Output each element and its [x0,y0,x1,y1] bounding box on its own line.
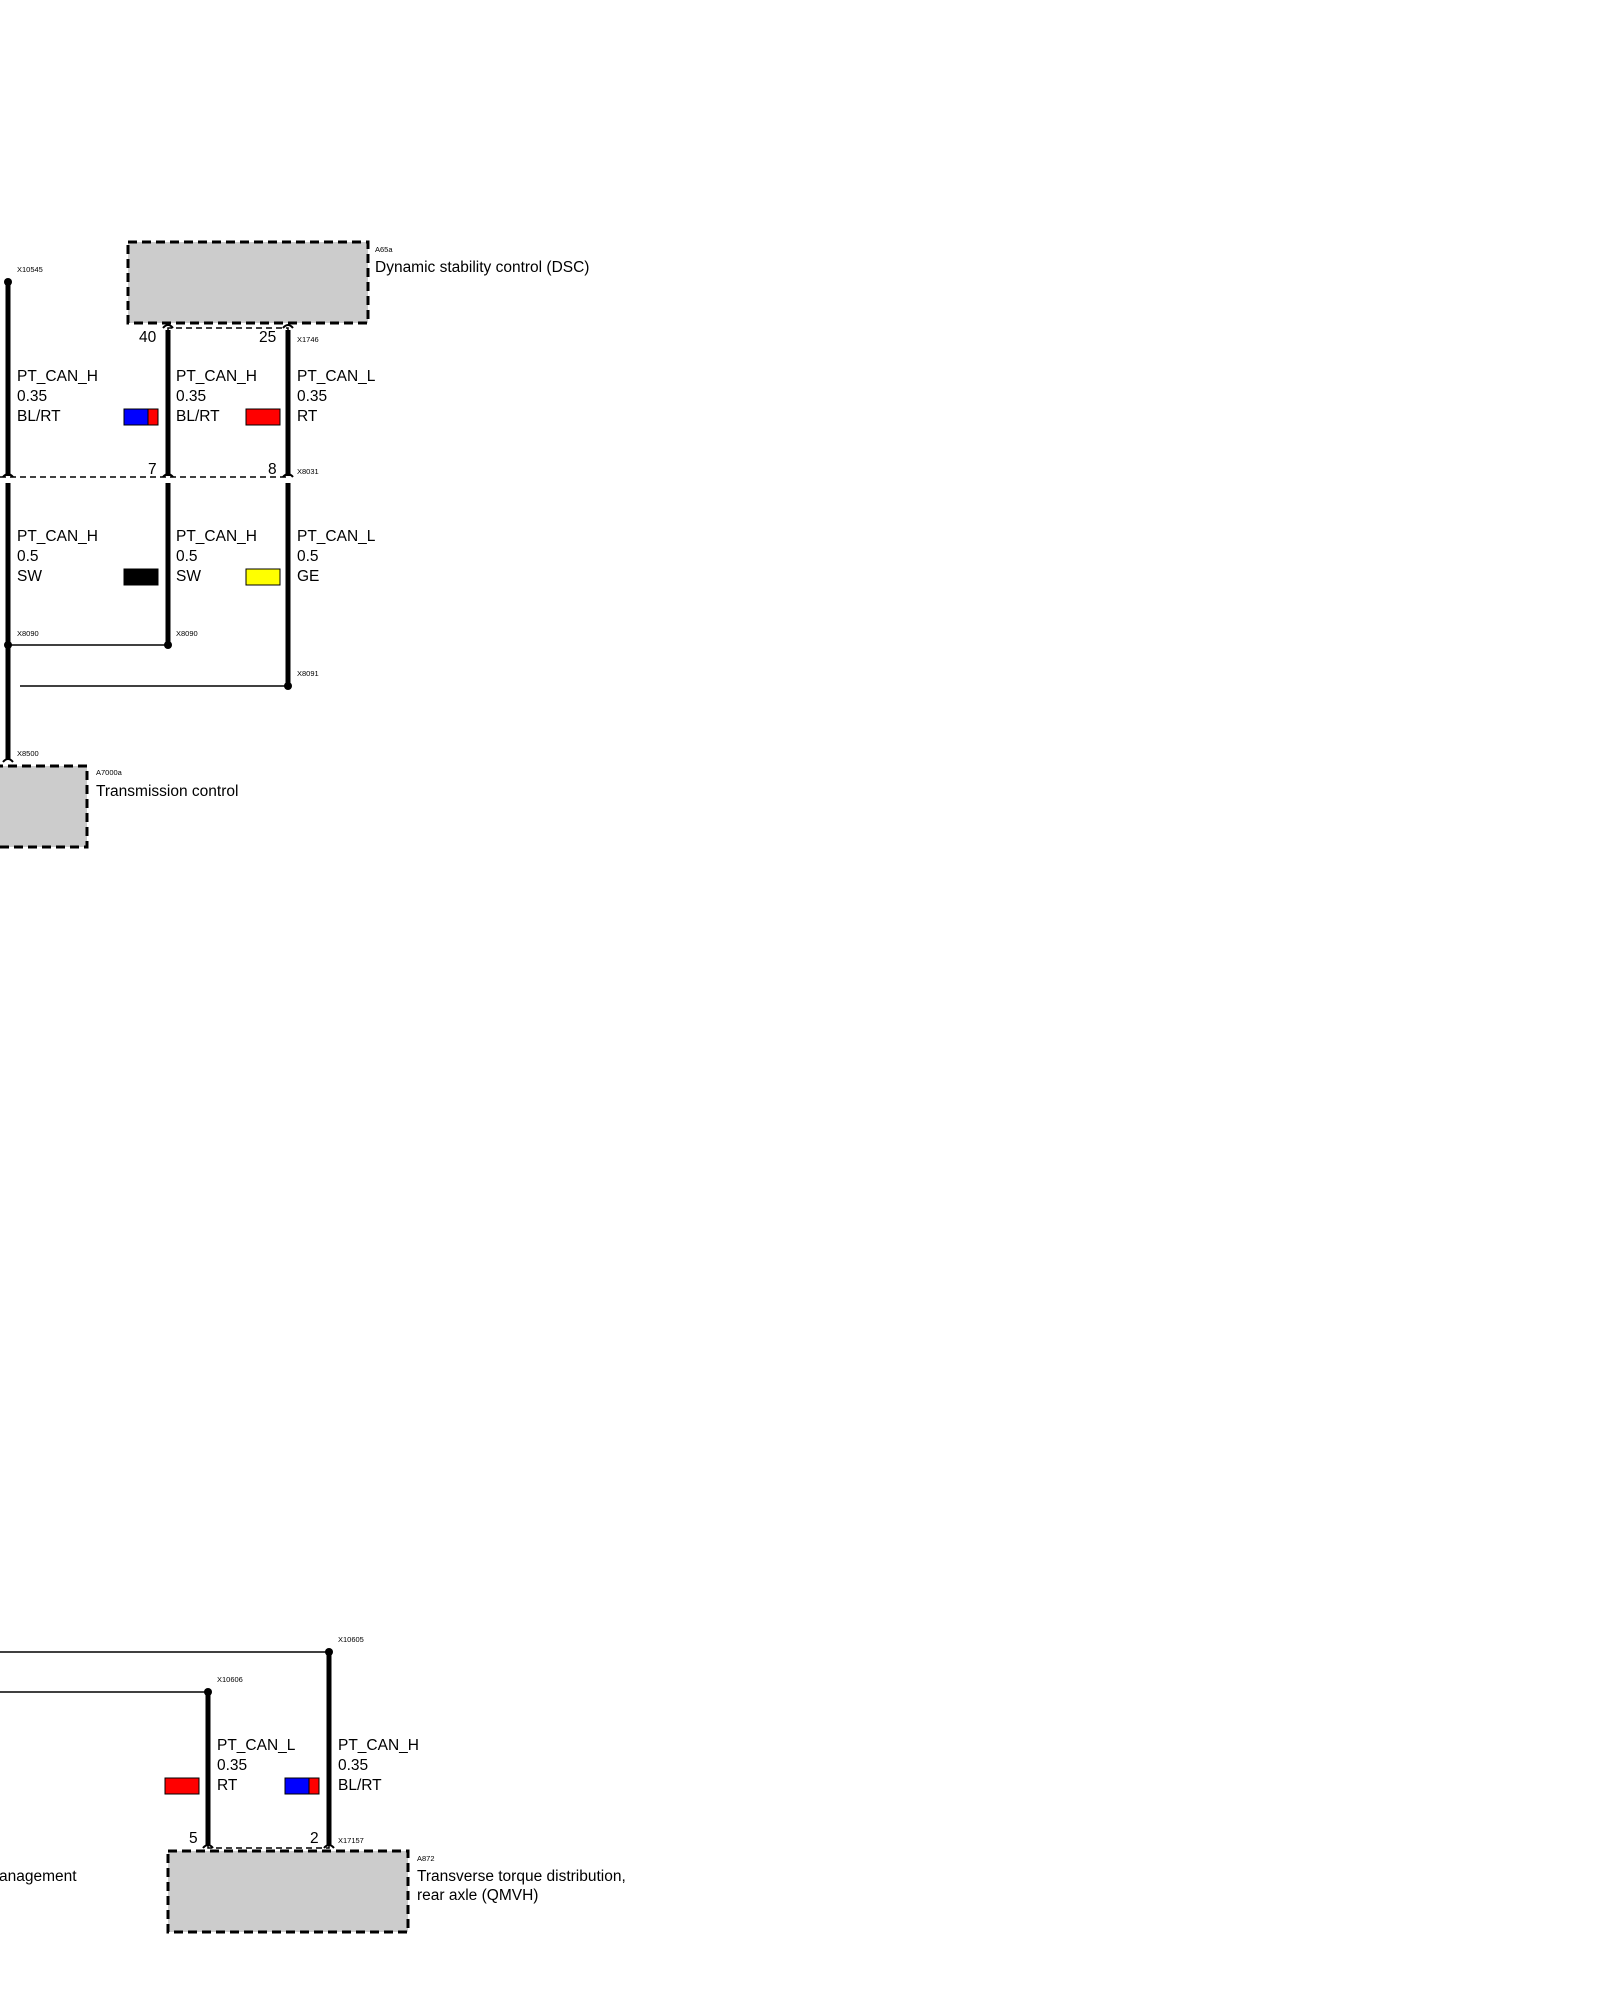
connector-label-x8090-right: X8090 [176,629,198,638]
pin-5-terminal [202,1844,214,1849]
wire-5-signal: PT_CAN_H [176,528,257,545]
wire-8-color-swatch-red [308,1777,320,1795]
connector-label-x8091: X8091 [297,669,319,678]
wire-1-signal: PT_CAN_H [17,368,98,385]
wire-3-color-swatch [245,408,281,426]
wire-6-color-swatch [245,568,281,586]
pin-40-terminal [162,324,174,329]
splice-x8091 [284,682,292,690]
wire-7-color-code: RT [217,1777,238,1794]
connector-label-x10605: X10605 [338,1635,364,1644]
qmvh-component-id: A872 [417,1854,435,1863]
connector-label-x17157: X17157 [338,1836,364,1845]
splice-x8090-left [4,641,12,649]
connector-label-x10545: X10545 [17,265,43,274]
transmission-control-unit[interactable] [0,764,89,849]
wire-6-signal: PT_CAN_L [297,528,376,545]
connector-label-x1746: X1746 [297,335,319,344]
wire-6-color-code: GE [297,568,319,585]
wire-2-gauge: 0.35 [176,388,206,405]
wire-1-gauge: 0.35 [17,388,47,405]
wire-7-gauge: 0.35 [217,1757,247,1774]
wire-8-signal: PT_CAN_H [338,1737,419,1754]
wire-6-gauge: 0.5 [297,548,319,565]
wire-4-color-swatch [123,568,159,586]
qmvh-component-name-line1: Transverse torque distribution, [417,1868,626,1885]
wire-5-gauge: 0.5 [176,548,198,565]
wire-8-gauge: 0.35 [338,1757,368,1774]
wire-5-color-code: SW [176,568,201,585]
wire-3-color-code: RT [297,408,318,425]
wire-2-color-swatch-blue [123,408,149,426]
dsc-control-unit[interactable] [126,240,370,325]
qmvh-control-unit[interactable] [166,1849,410,1934]
wire-2-color-swatch-red [147,408,159,426]
connector-label-x8500: X8500 [17,749,39,758]
transmission-control-id: A7000a [96,768,123,777]
partial-component-name: anagement [0,1868,77,1885]
pin-8: 8 [268,461,277,478]
connector-label-x8031: X8031 [297,467,319,476]
dsc-connector-housing [167,327,289,330]
pin-7-terminal [162,473,174,478]
wire-8-color-swatch-blue [284,1777,310,1795]
wire-8-color-code: BL/RT [338,1777,382,1794]
pin-8-terminal [282,473,294,478]
wire-4-gauge: 0.5 [17,548,39,565]
pin-25: 25 [259,329,276,346]
pin-5: 5 [189,1830,198,1847]
splice-x10545 [4,278,12,286]
x8500-terminal [2,758,14,763]
pin-40: 40 [139,329,157,346]
wire-7-color-swatch [164,1777,200,1795]
pin-7: 7 [148,461,157,478]
splice-x8090-right [164,641,172,649]
wire-2-signal: PT_CAN_H [176,368,257,385]
qmvh-connector-housing [207,1846,330,1849]
wire-1-color-code: BL/RT [17,408,61,425]
transmission-control-name: Transmission control [96,783,238,800]
wire-4-signal: PT_CAN_H [17,528,98,545]
dsc-component-name: Dynamic stability control (DSC) [375,259,589,276]
wire-3-gauge: 0.35 [297,388,327,405]
pin-2: 2 [310,1830,319,1847]
wire-2-color-code: BL/RT [176,408,220,425]
pin-25-terminal [282,324,294,329]
wire-4-color-code: SW [17,568,42,585]
pin-2-terminal [323,1844,335,1849]
connector-label-x8090-left: X8090 [17,629,39,638]
connector-label-x10606: X10606 [217,1675,243,1684]
qmvh-component-name-line2: rear axle (QMVH) [417,1887,538,1904]
wire-7-signal: PT_CAN_L [217,1737,296,1754]
dsc-component-id: A65a [375,245,393,254]
wire-1-terminal-x8031 [2,473,14,478]
wire-3-signal: PT_CAN_L [297,368,376,385]
